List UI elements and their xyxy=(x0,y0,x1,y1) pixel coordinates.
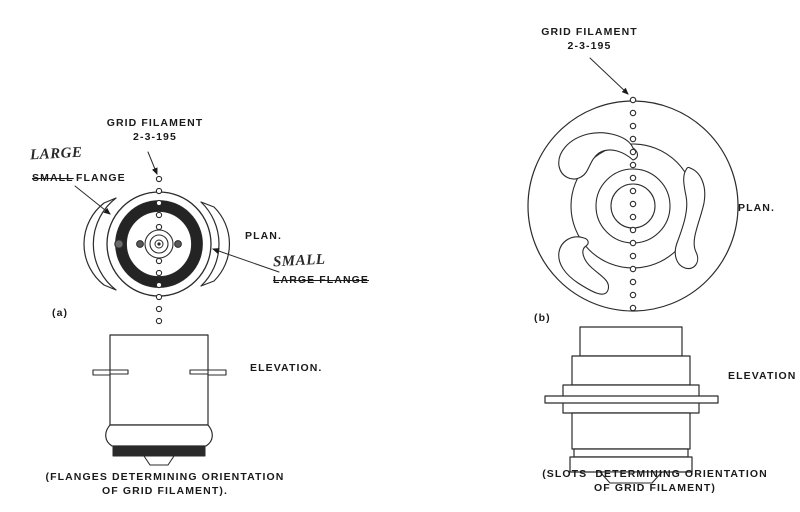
fig-b-elevation-label: ELEVATION xyxy=(728,370,797,382)
figure-b-elevation-view xyxy=(544,326,719,484)
fig-a-flange-callout-printed: FLANGE xyxy=(76,172,126,184)
fig-a-grid-filament-label-line2: 2-3-195 xyxy=(133,131,177,143)
fig-a-right-callout-handwritten-small: SMALL xyxy=(272,251,326,271)
fig-a-flange-callout-struck-small: SMALL xyxy=(32,172,74,184)
figure-a-elevation-view xyxy=(92,334,227,466)
fig-a-caption-line1: (FLANGES DETERMINING ORIENTATION xyxy=(45,471,285,483)
fig-a-grid-filament-label-line1: GRID FILAMENT xyxy=(106,117,204,129)
fig-a-elevation-label: ELEVATION. xyxy=(250,362,323,374)
fig-b-plan-label: PLAN. xyxy=(738,202,775,214)
fig-b-caption-line2: OF GRID FILAMENT) xyxy=(594,482,716,494)
fig-a-caption-line2: OF GRID FILAMENT). xyxy=(102,485,228,497)
fig-a-plan-label: PLAN. xyxy=(245,230,282,242)
fig-b-grid-filament-label-line1: GRID FILAMENT xyxy=(541,26,638,38)
fig-b-caption-line1: (SLOTS DETERMINING ORIENTATION xyxy=(542,468,768,480)
fig-b-marker: (b) xyxy=(534,312,551,324)
fig-a-right-callout-struck-large-flange: LARGE FLANGE xyxy=(273,274,370,286)
fig-a-marker: (a) xyxy=(52,307,69,319)
fig-a-flange-callout-handwritten-large: LARGE xyxy=(29,144,83,164)
figure-b-plan-view xyxy=(527,57,739,312)
fig-b-grid-filament-label-line2: 2-3-195 xyxy=(567,40,612,52)
